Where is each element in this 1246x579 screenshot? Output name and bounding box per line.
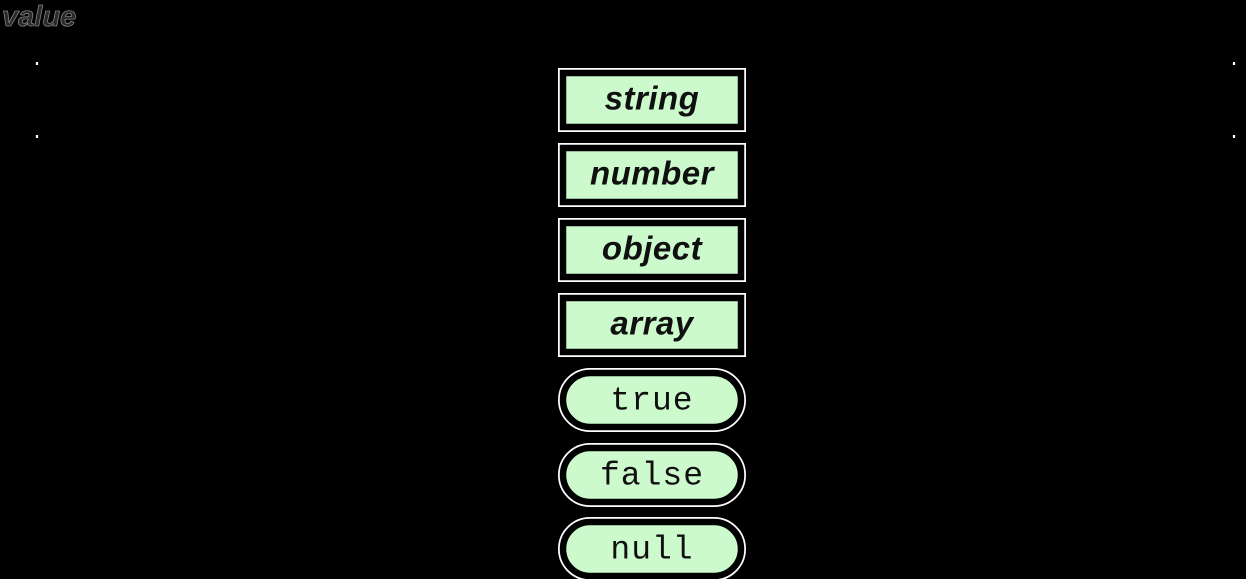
rail-row5-out-core xyxy=(741,382,1045,403)
right-merge-rail-core xyxy=(1024,97,1060,552)
node-true-pill xyxy=(559,369,745,431)
node-array[interactable]: array xyxy=(558,293,746,357)
node-array-label: array xyxy=(610,305,694,342)
node-object-label: object xyxy=(602,230,704,267)
node-number-box xyxy=(559,144,745,206)
rail-row4-in-core xyxy=(229,307,563,328)
rail-row2-in-core xyxy=(229,157,563,178)
node-null-label: null xyxy=(610,532,693,569)
node-true-label: true xyxy=(610,383,693,420)
node-object[interactable]: object xyxy=(558,218,746,282)
node-false-pill xyxy=(559,444,745,506)
node-array-box xyxy=(559,294,745,356)
node-true[interactable]: true xyxy=(558,368,746,432)
rail-row3-in-core xyxy=(229,232,563,253)
rail-row2-out-core xyxy=(741,157,1045,178)
node-null-pill xyxy=(559,518,745,579)
left-branch-rail-core xyxy=(214,97,250,552)
node-string[interactable]: string xyxy=(558,68,746,132)
node-null[interactable]: null xyxy=(558,517,746,579)
rail-core-layer xyxy=(33,65,1238,552)
node-false[interactable]: false xyxy=(558,443,746,507)
rail-row6-out-core xyxy=(741,457,1045,478)
rail-row4-out-core xyxy=(741,307,1045,328)
rail-row3-out-core xyxy=(741,232,1045,253)
node-string-box xyxy=(559,69,745,131)
node-number[interactable]: number xyxy=(558,143,746,207)
page-title: value xyxy=(2,1,77,34)
node-object-box xyxy=(559,219,745,281)
node-false-label: false xyxy=(600,458,704,495)
rail-row5-in-core xyxy=(229,382,563,403)
rail-row6-in-core xyxy=(229,457,563,478)
node-string-label: string xyxy=(605,80,700,117)
node-number-label: number xyxy=(590,155,716,192)
